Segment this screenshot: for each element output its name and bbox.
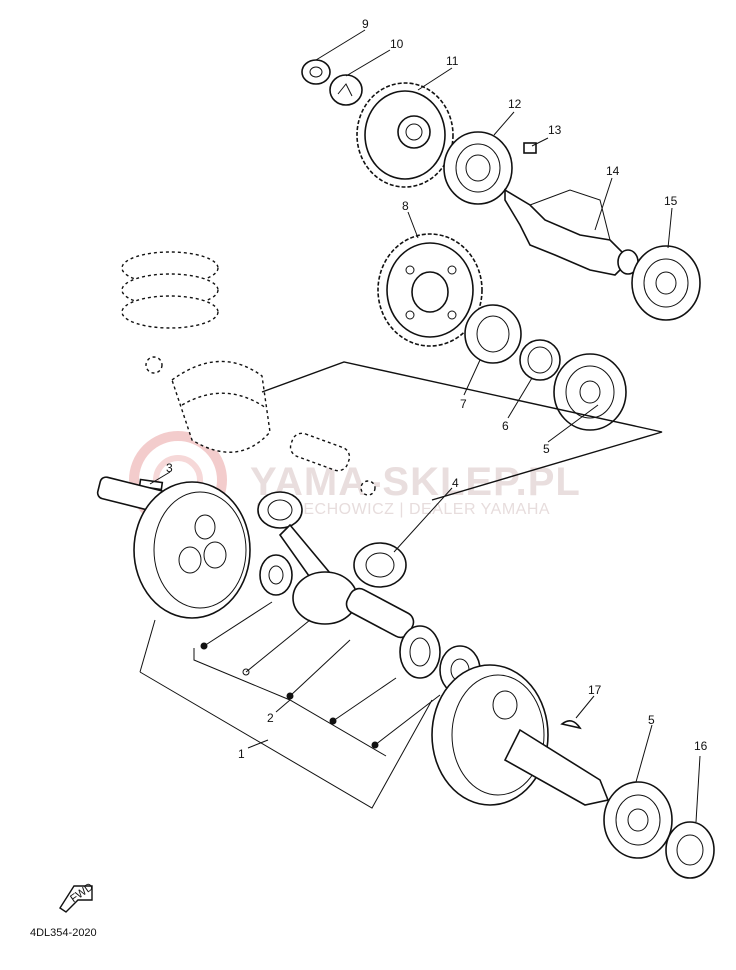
callout-15: 15 (664, 194, 678, 208)
callout-6: 6 (502, 419, 509, 433)
callout-4: 4 (452, 476, 459, 490)
part-4-needle-bearing[interactable] (353, 542, 407, 588)
watermark-title: YAMA-SKLEP.PL (250, 460, 581, 504)
piston-pin-reference (289, 432, 376, 496)
part-9-nut[interactable] (301, 59, 331, 85)
fwd-label: FWD (68, 881, 95, 905)
callout-9: 9 (362, 17, 369, 31)
callout-13: 13 (548, 123, 562, 137)
leader-lines (139, 29, 701, 823)
crank-half-right[interactable] (431, 664, 610, 806)
callout-8: 8 (402, 199, 409, 213)
part-17-woodruff-key[interactable] (560, 720, 582, 730)
callout-3: 3 (166, 461, 173, 475)
callout-12: 12 (508, 97, 522, 111)
callout-5-upper: 5 (543, 442, 550, 456)
assembly-outline-box (261, 361, 663, 501)
callout-11: 11 (446, 54, 459, 68)
part-8-gear[interactable] (377, 233, 483, 347)
part-15-bearing[interactable] (631, 245, 701, 321)
part-2-markers (200, 642, 379, 749)
piston-rings-reference (121, 251, 219, 329)
part-7-oil-seal[interactable] (464, 304, 522, 364)
callout-10: 10 (390, 37, 404, 51)
callout-7: 7 (460, 397, 467, 411)
crank-half-left[interactable] (96, 476, 251, 619)
part-11-gear[interactable] (356, 82, 454, 188)
part-6-collar[interactable] (519, 339, 561, 381)
crank-thrust-washer-left[interactable] (259, 554, 293, 596)
part-16-oil-seal[interactable] (665, 821, 715, 879)
callout-1: 1 (238, 747, 245, 761)
callout-5-lower: 5 (648, 713, 655, 727)
part-5-bearing-lower[interactable] (603, 781, 673, 859)
fwd-arrow-icon: FWD (59, 881, 96, 913)
connecting-rod[interactable] (257, 491, 358, 625)
part-10-lock-washer[interactable] (329, 74, 363, 106)
piston-reference (171, 360, 271, 453)
diagram-code: 4DL354-2020 (30, 927, 97, 939)
watermark-subtitle: KORBECHOWICZ | DEALER YAMAHA (256, 501, 550, 518)
part-12-bearing[interactable] (443, 131, 513, 205)
callout-labels: 9 10 11 12 13 14 15 8 7 6 5 3 4 17 5 16 … (166, 17, 708, 761)
part-5-bearing-upper[interactable] (553, 353, 627, 431)
callout-16: 16 (694, 739, 708, 753)
callout-17: 17 (588, 683, 602, 697)
circlip-reference (145, 356, 163, 374)
callout-2: 2 (267, 711, 274, 725)
callout-14: 14 (606, 164, 620, 178)
part-13-key[interactable] (523, 142, 537, 154)
crank-needle-bearing[interactable] (399, 625, 441, 679)
part-14-balancer-shaft[interactable] (504, 188, 639, 276)
